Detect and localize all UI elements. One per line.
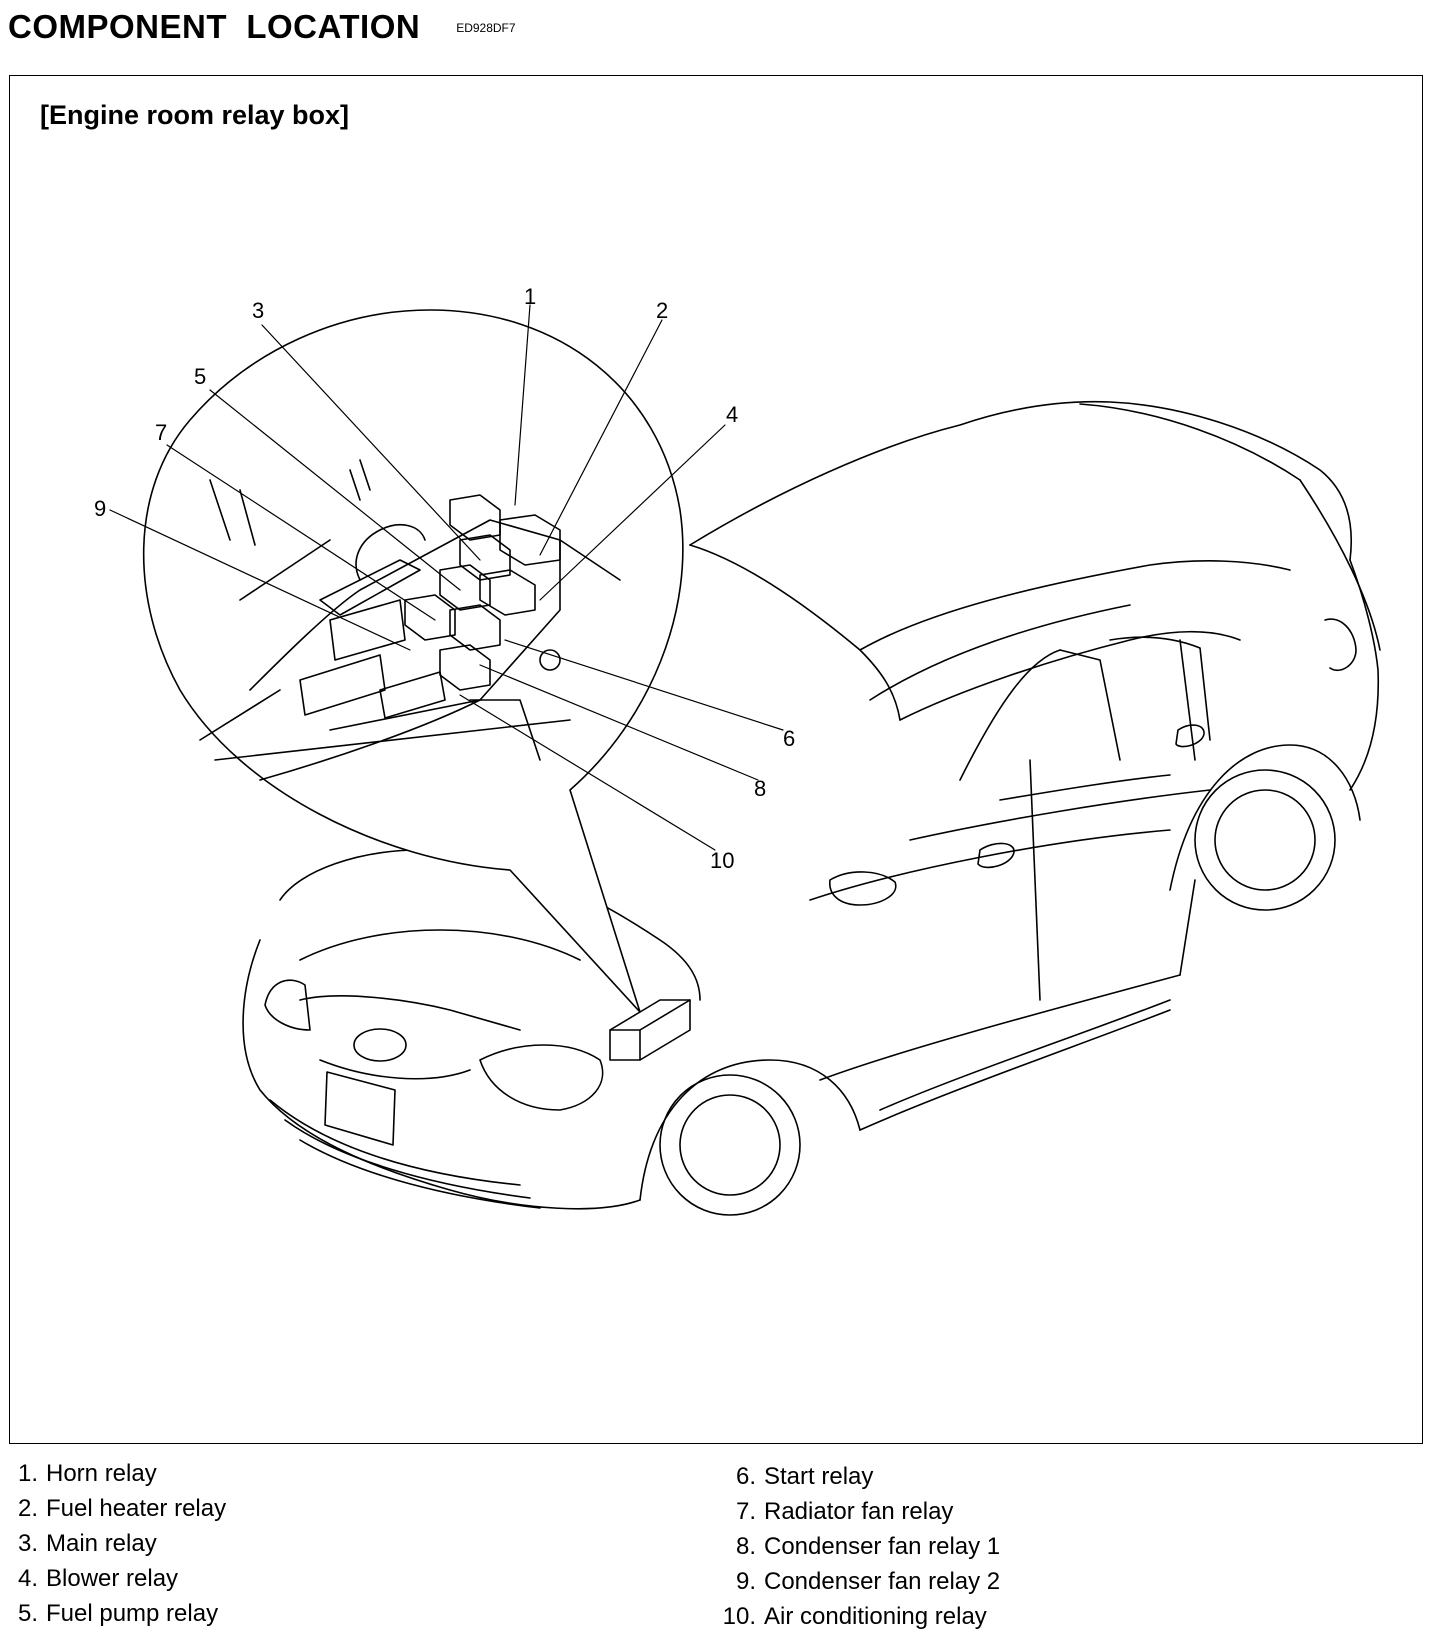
legend-number: 3.: [17, 1530, 38, 1557]
legend-right-column: 6. Start relay 7. Radiator fan relay 8. Con…: [708, 1459, 1001, 1634]
legend-label: Air conditioning relay: [764, 1603, 987, 1630]
legend-number: 4.: [17, 1565, 38, 1592]
callout-4: 4: [726, 402, 738, 427]
callout-9: 9: [94, 496, 106, 521]
legend-number: 7.: [735, 1498, 756, 1525]
legend-item: 3. Main relay: [10, 1526, 226, 1561]
legend-label: Fuel heater relay: [46, 1495, 227, 1522]
callout-numbers: 1 2 3 4 5 6 7 8 9 10: [94, 284, 795, 873]
callout-10: 10: [710, 848, 734, 873]
legend-item: 5. Fuel pump relay: [10, 1596, 226, 1631]
legend-label: Radiator fan relay: [764, 1498, 954, 1525]
legend-number: 2.: [17, 1495, 38, 1522]
legend-label: Blower relay: [46, 1565, 179, 1592]
callout-2: 2: [656, 298, 668, 323]
legend-number: 8.: [735, 1533, 756, 1560]
legend-label: Start relay: [764, 1463, 874, 1490]
legend-label: Condenser fan relay 2: [764, 1568, 1001, 1595]
callout-7: 7: [155, 420, 167, 445]
legend-item: 6. Start relay: [708, 1459, 1000, 1494]
callout-leaders: [109, 304, 784, 851]
page-title: COMPONENT LOCATION: [8, 8, 421, 45]
legend-label: Fuel pump relay: [46, 1600, 219, 1627]
legend-label: Main relay: [46, 1530, 157, 1557]
legend-item: 8. Condenser fan relay 1: [708, 1529, 1000, 1564]
legend-item: 2. Fuel heater relay: [10, 1491, 226, 1526]
page-header: COMPONENT LOCATION ED928DF7: [8, 8, 516, 46]
legend-item: 1. Horn relay: [10, 1456, 226, 1491]
figure-frame: [9, 75, 1423, 1444]
legend-number: 1.: [17, 1460, 38, 1487]
callout-8: 8: [754, 776, 766, 801]
figure-subtitle: [Engine room relay box]: [40, 100, 350, 130]
legend-number: 5.: [17, 1600, 38, 1627]
legend-number: 9.: [735, 1568, 756, 1595]
relay-box-diagram: 1 2 3 4 5 6 7 8 9 10: [94, 284, 1381, 1216]
zoom-callout: [142, 309, 684, 1013]
legend-item: 9. Condenser fan relay 2: [708, 1564, 1000, 1599]
document-code: ED928DF7: [456, 21, 516, 35]
legend-left-column: 1. Horn relay 2. Fuel heater relay 3. Main …: [10, 1456, 226, 1631]
callout-5: 5: [194, 364, 206, 389]
legend-item: 4. Blower relay: [10, 1561, 226, 1596]
callout-6: 6: [783, 726, 795, 751]
callout-1: 1: [524, 284, 536, 309]
legend-item: 10. Air conditioning relay: [708, 1599, 1000, 1634]
legend-item: 7. Radiator fan relay: [708, 1494, 1000, 1529]
legend-label: Horn relay: [46, 1460, 157, 1487]
legend-number: 6.: [735, 1463, 756, 1490]
car-illustration: [242, 400, 1381, 1216]
legend-number: 10.: [722, 1603, 756, 1630]
callout-3: 3: [252, 298, 264, 323]
legend-label: Condenser fan relay 1: [764, 1533, 1001, 1560]
